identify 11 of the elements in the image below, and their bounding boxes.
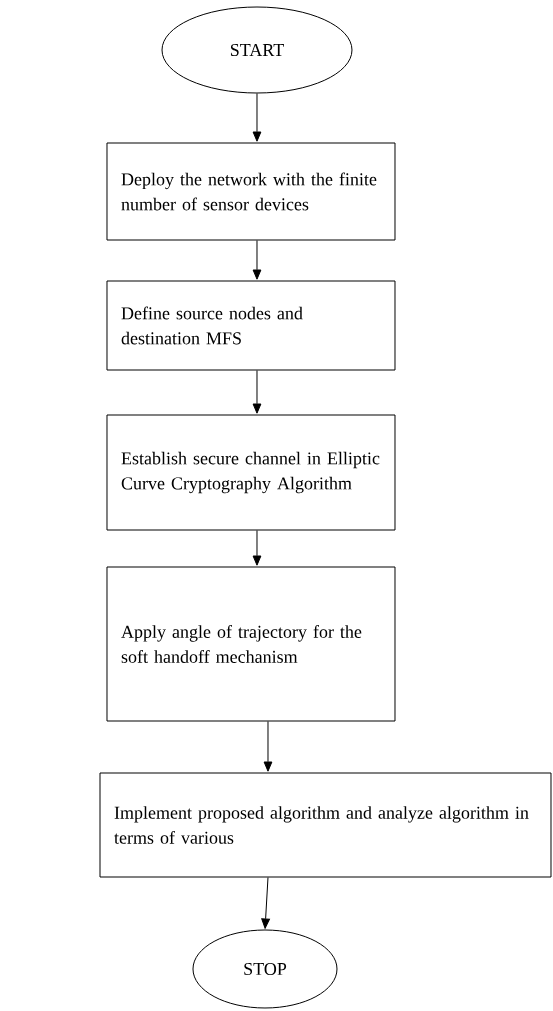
arrow <box>252 370 262 414</box>
arrow <box>263 721 273 772</box>
arrow <box>252 530 262 566</box>
arrow <box>261 877 270 929</box>
process-box: Deploy the network with the finite number of sensor devices <box>106 142 396 241</box>
process-box: Implement proposed algorithm and analyze algorithm in terms of various <box>99 772 552 878</box>
process-box: Apply angle of trajectory for the soft handoff mechanism <box>106 566 396 722</box>
arrow <box>252 240 262 280</box>
process-box: Establish secure channel in Elliptic Curve Cryptography Algorithm <box>106 414 396 531</box>
arrow <box>252 93 262 142</box>
process-box: Define source nodes and destination MFS <box>106 280 396 371</box>
